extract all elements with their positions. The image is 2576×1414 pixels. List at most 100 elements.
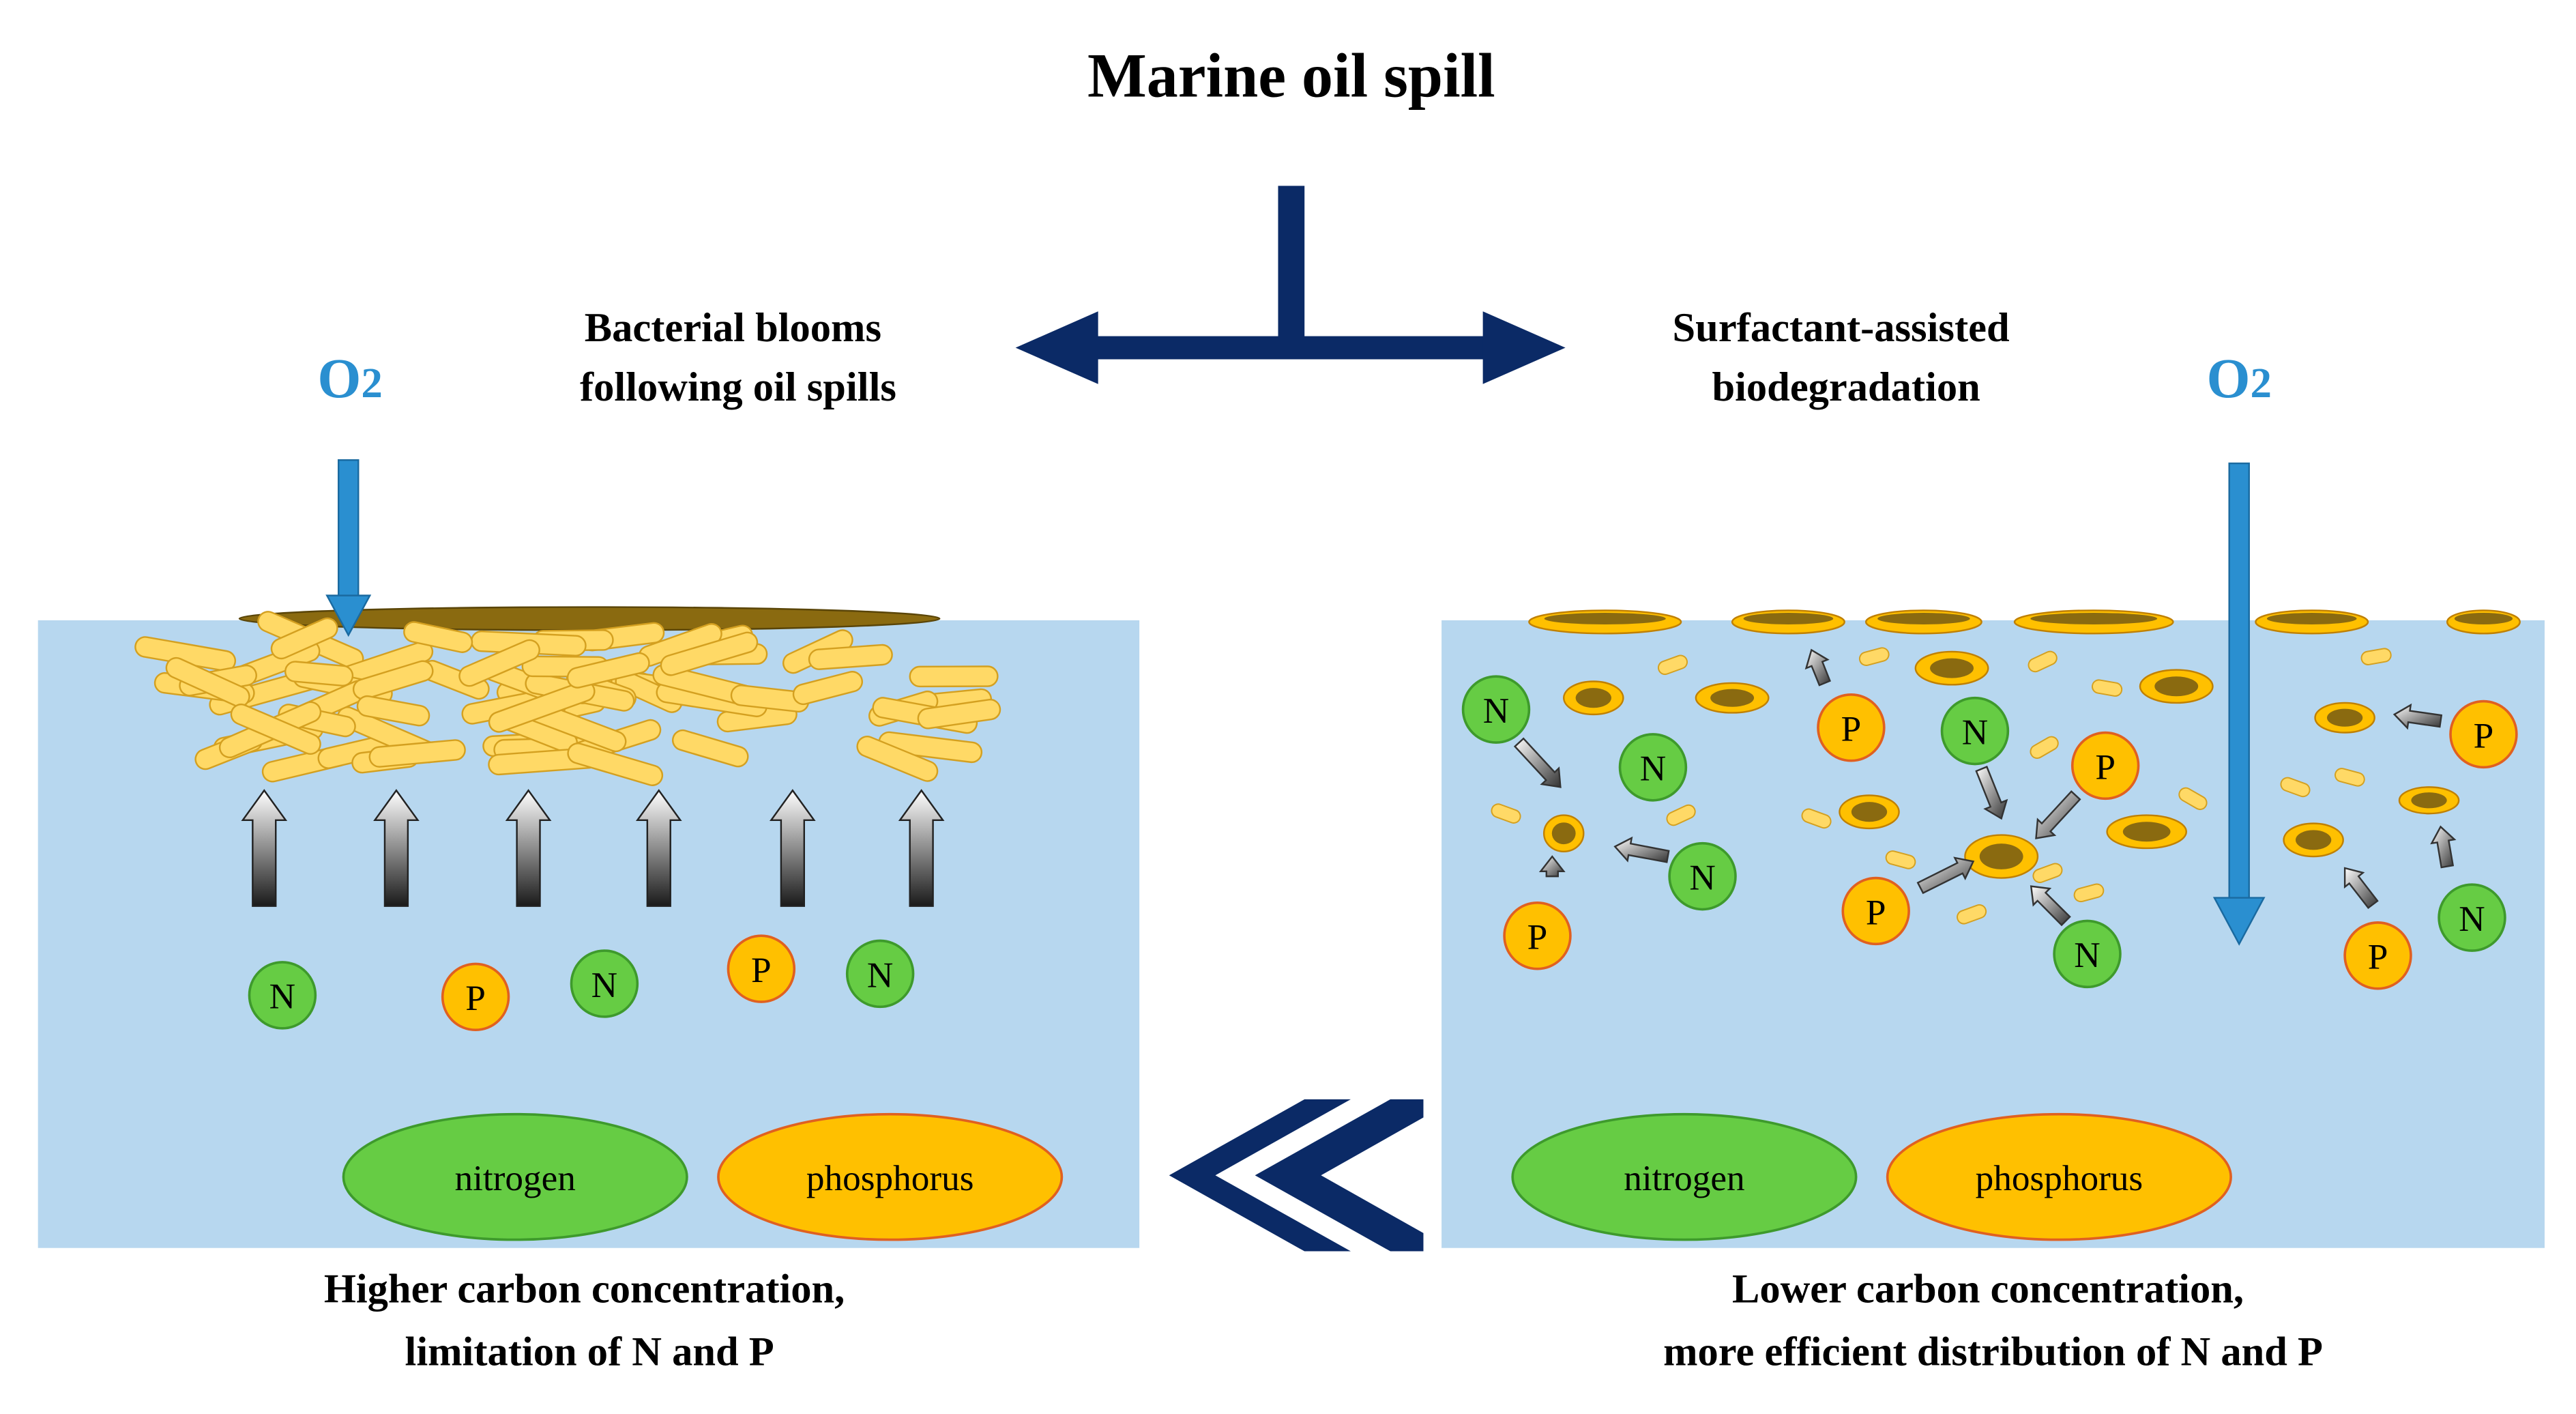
nutrient-p-2: P [727, 934, 796, 1003]
up-arrow [770, 789, 816, 907]
nutrient-n: N [1461, 675, 1531, 744]
oil-droplet [1979, 843, 2023, 869]
flow-arrow [2343, 867, 2379, 910]
nutrient-p: P [2070, 731, 2140, 800]
bacterium [284, 661, 354, 687]
flow-arrow [1538, 855, 1566, 878]
surface-oil-droplets [1528, 609, 2521, 635]
bacterium [909, 665, 999, 688]
small-bacterium [2073, 883, 2105, 903]
right-o2-arrow [2212, 462, 2266, 946]
bacterium [808, 644, 893, 670]
bacterium [165, 656, 250, 708]
small-bacterium [2178, 787, 2208, 811]
nutrient-symbol: P [2474, 715, 2494, 755]
flow-arrow [2392, 703, 2443, 730]
nutrient-n: N [1618, 733, 1688, 802]
flow-arrow [1804, 648, 1831, 687]
nutrient-symbol: P [1841, 709, 1862, 749]
nutrient-n-1: N [248, 961, 317, 1030]
left-caption-line2: limitation of N and P [405, 1329, 774, 1375]
branch-arrow [1015, 186, 1566, 384]
surface-oil-core [1743, 613, 1834, 624]
oil-droplet [2411, 792, 2447, 809]
left-heading-line2: following oil spills [580, 364, 896, 410]
bacterium [368, 739, 466, 768]
nutrient-p: P [2343, 921, 2412, 990]
nutrient-flow-arrows [1513, 648, 2457, 927]
nutrient-symbol: N [1640, 749, 1666, 789]
bacterium [567, 742, 664, 786]
bacteria-bloom [134, 611, 1001, 786]
nutrient-symbol: P [2095, 747, 2116, 787]
bacterium [488, 680, 596, 733]
right-legend-phosphorus: phosphorus [1886, 1112, 2232, 1241]
nutrient-symbol: N [1962, 712, 1988, 752]
right-legend-nitrogen: nitrogen [1511, 1112, 1858, 1241]
small-bacterium [2092, 679, 2123, 697]
oil-droplet [1551, 822, 1576, 845]
nutrient-symbol: N [2459, 899, 2485, 939]
dispersed-oil-droplets [1542, 650, 2460, 879]
surface-oil-core [2030, 613, 2158, 624]
bacterium [458, 639, 540, 687]
small-bacterium [2280, 777, 2311, 798]
nutrient-n: N [1940, 696, 2010, 766]
nutrient-p: P [1817, 693, 1886, 762]
bacterium [270, 617, 338, 660]
nutrient-symbol: P [465, 978, 486, 1018]
oil-droplet [2326, 708, 2363, 727]
nutrient-n: N [1668, 841, 1737, 911]
bacterium [856, 736, 939, 782]
bacterium [792, 671, 863, 706]
nutrient-n-2: N [570, 949, 639, 1018]
left-legend-nitrogen: nitrogen [342, 1112, 688, 1241]
small-bacterium [1858, 647, 1890, 666]
dispersed-bacteria [1491, 647, 2392, 925]
nutrient-symbol: P [2368, 937, 2388, 977]
right-panel: N N N N N N P P P P P P nitrogen phosphorus [1441, 462, 2545, 1248]
bacterium [917, 698, 1001, 730]
right-branch-heading: Surfactant-assisted biodegradation [1673, 305, 2020, 410]
nutrient-p: P [1841, 876, 1910, 946]
left-branch-heading: Bacterial blooms following oil spills [580, 305, 896, 410]
flow-arrow [1513, 737, 1562, 788]
small-bacterium [2028, 650, 2058, 673]
legend-label: phosphorus [1976, 1158, 2143, 1198]
nutrient-symbol: N [591, 965, 617, 1005]
nutrient-p: P [1503, 901, 1572, 970]
bacterium [230, 703, 321, 755]
flow-arrow [2030, 885, 2071, 927]
flow-arrow [2035, 790, 2081, 839]
small-bacterium [2032, 863, 2063, 884]
right-caption: Lower carbon concentration, more efficie… [1663, 1267, 2323, 1375]
oil-droplet [2295, 830, 2332, 850]
surface-oil-core [1544, 613, 1666, 624]
left-o2-label: O2 [317, 347, 382, 409]
right-caption-line2: more efficient distribution of N and P [1663, 1329, 2323, 1375]
left-panel: N P N P N nitrogen [38, 459, 1140, 1248]
right-caption-line1: Lower carbon concentration, [1732, 1267, 2244, 1312]
legend-label: nitrogen [454, 1158, 575, 1198]
up-arrow [635, 789, 682, 907]
flow-arrow [1613, 836, 1670, 863]
small-bacterium [1657, 654, 1688, 676]
left-heading-line1: Bacterial blooms [585, 305, 881, 351]
small-bacterium [1957, 904, 1987, 925]
small-bacterium [1666, 804, 1696, 826]
nutrient-symbol: P [751, 950, 772, 990]
left-nutrients: N P N P N [248, 934, 915, 1032]
nutrient-n: N [2053, 919, 2122, 989]
nutrient-p-1: P [441, 962, 510, 1032]
left-caption-line1: Higher carbon concentration, [324, 1267, 845, 1312]
nutrient-n: N [2438, 883, 2506, 952]
oil-droplet [1851, 802, 1888, 822]
right-heading-line2: biodegradation [1712, 364, 1980, 410]
small-bacterium [1491, 803, 1521, 824]
nutrient-symbol: N [269, 977, 295, 1017]
oil-droplet [1575, 688, 1611, 708]
bacterium [660, 631, 759, 676]
up-arrow [505, 789, 552, 907]
oil-droplet [1930, 658, 1974, 678]
